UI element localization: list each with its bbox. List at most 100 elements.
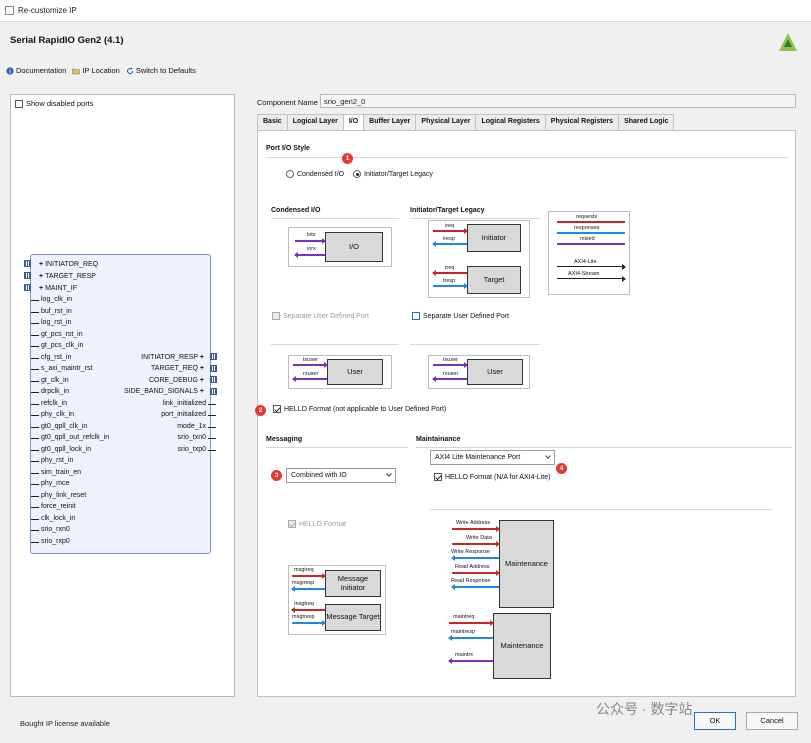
messaging-diagram: Message Initiator msgireq msgiresp Messa… (288, 565, 386, 635)
arrow (452, 541, 500, 546)
port-left[interactable]: phy_mce (30, 480, 70, 487)
port-left[interactable]: phy_rst_in (30, 457, 74, 464)
sep-user-port-checkbox-right[interactable] (412, 312, 420, 320)
port-left[interactable]: gt_clk_in (31, 376, 69, 384)
hello-format-checkbox[interactable] (273, 405, 281, 413)
sep-user-port-label-right: Separate User Defined Port (423, 312, 509, 320)
interface-initiator-resp[interactable]: INITIATOR_RESP + (141, 353, 204, 361)
maintenance-hello-option[interactable]: HELLO Format (N/A for AXI4-Lite) (434, 473, 550, 481)
sep-user-port-left[interactable]: Separate User Defined Port (272, 312, 369, 320)
iresp-signal: iresp (443, 236, 455, 242)
interface-side-band[interactable]: SIDE_BAND_SIGNALS + (124, 388, 204, 395)
arrow (292, 376, 327, 381)
msgireq-signal: msgireq (294, 567, 314, 573)
maintenance-heading: Maintainance (416, 436, 461, 443)
port-right[interactable]: srio_txp0 (177, 445, 217, 453)
txuser-signal: txuser (303, 357, 318, 363)
maintenance-hello-checkbox[interactable] (434, 473, 442, 481)
messaging-hello-checkbox[interactable] (288, 520, 296, 528)
ip-location-label: IP Location (82, 66, 120, 75)
maintreq-signal: maintreq (453, 614, 475, 620)
messaging-hello-option[interactable]: HELLO Format (288, 520, 346, 528)
port-left[interactable]: sim_train_en (30, 468, 82, 476)
arrow (291, 607, 325, 612)
bus-icon (210, 353, 217, 360)
requests-line (557, 221, 625, 223)
component-name-input[interactable]: srio_gen2_0 (320, 94, 796, 108)
tab-basic[interactable]: Basic (257, 114, 288, 130)
port-left[interactable]: srio_rxn0 (31, 526, 70, 533)
tab-io[interactable]: I/O (342, 114, 365, 131)
tab-physical-registers[interactable]: Physical Registers (544, 114, 620, 130)
port-left[interactable]: log_clk_in (30, 296, 73, 303)
port-right[interactable]: link_initialized (162, 399, 217, 407)
chevron-down-icon (545, 453, 551, 459)
condensed-io-radio[interactable] (286, 170, 294, 178)
show-disabled-ports[interactable]: Show disabled ports (15, 99, 94, 108)
arrow (451, 555, 499, 560)
tab-shared-logic[interactable]: Shared Logic (618, 114, 675, 130)
interface-initiator-req[interactable]: +INITIATOR_REQ (39, 261, 99, 268)
documentation-label: Documentation (16, 66, 67, 75)
interface-maint-if[interactable]: +MAINT_IF (39, 285, 77, 292)
port-left[interactable]: refclk_in (30, 399, 68, 407)
port-right[interactable]: port_initialized (161, 411, 216, 418)
sep-user-port-checkbox-left[interactable] (272, 312, 280, 320)
port-left[interactable]: gt_pcs_clk_in (30, 342, 84, 349)
port-left[interactable]: force_reinit (31, 503, 76, 510)
tab-bar: Basic Logical Layer I/O Buffer Layer Phy… (257, 114, 675, 131)
user-box: User (327, 359, 383, 385)
show-disabled-checkbox[interactable] (15, 99, 23, 108)
port-left[interactable]: gt0_qpll_clk_in (30, 422, 88, 430)
port-left[interactable]: phy_clk_in (30, 411, 75, 418)
write-response-signal: Write Response (451, 549, 491, 555)
tab-logical-layer[interactable]: Logical Layer (286, 114, 344, 130)
config-panel: Component Name srio_gen2_0 Basic Logical… (255, 94, 797, 697)
ip-location-button[interactable]: IP Location (72, 66, 120, 75)
port-left[interactable]: gt_pcs_rst_in (31, 330, 83, 338)
port-right[interactable]: mode_1x (177, 422, 216, 430)
ip-title: Serial RapidIO Gen2 (4.1) (10, 35, 124, 46)
interface-core-debug[interactable]: CORE_DEBUG + (148, 376, 204, 384)
tab-physical-layer[interactable]: Physical Layer (415, 114, 477, 130)
target-box: Target (467, 266, 521, 294)
port-right[interactable]: srio_txn0 (177, 434, 217, 441)
iorx-signal: iorx (307, 246, 316, 252)
ok-button[interactable]: OK (694, 712, 736, 730)
port-left[interactable]: s_axi_maintr_rst (30, 365, 93, 372)
tab-buffer-layer[interactable]: Buffer Layer (363, 114, 417, 130)
axi-lite-line (557, 263, 626, 270)
hello-format-option[interactable]: HELLO Format (not applicable to User Def… (273, 405, 446, 413)
port-left[interactable]: log_rst_in (30, 319, 72, 326)
signal-legend: requests responses mixed AXI4-Lite AXI4-… (548, 211, 630, 295)
cancel-button[interactable]: Cancel (746, 712, 798, 730)
interface-target-req[interactable]: TARGET_REQ + (151, 365, 204, 372)
messaging-select[interactable]: Combined with IO (286, 468, 396, 483)
axi-stream-line (557, 275, 626, 282)
interface-target-resp[interactable]: +TARGET_RESP (39, 273, 96, 280)
port-left[interactable]: srio_rxp0 (31, 537, 70, 545)
port-left[interactable]: buf_rst_in (31, 307, 72, 315)
port-left[interactable]: gt0_qpll_out_refclk_in (30, 434, 110, 441)
port-left[interactable]: phy_link_reset (30, 491, 87, 499)
app-icon (5, 6, 14, 15)
arrow (433, 362, 468, 367)
port-left[interactable]: drpclk_in (30, 388, 70, 395)
divider (266, 157, 788, 158)
refresh-icon (126, 67, 133, 74)
port-left[interactable]: cfg_rst_in (30, 353, 72, 361)
port-left[interactable]: clk_lock_in (30, 514, 76, 522)
documentation-button[interactable]: Documentation (6, 66, 66, 75)
divider (410, 218, 540, 219)
condensed-io-option[interactable]: Condensed I/O (286, 170, 344, 178)
tab-logical-registers[interactable]: Logical Registers (475, 114, 546, 130)
license-status: Bought IP license available (20, 719, 110, 728)
maintenance-select[interactable]: AXI4 Lite Maintenance Port (430, 450, 555, 465)
legacy-io-radio[interactable] (353, 170, 361, 178)
port-left[interactable]: gt0_qpll_lock_in (30, 445, 92, 453)
legend-responses: responses (573, 225, 601, 231)
legacy-io-option[interactable]: Initiator/Target Legacy (353, 170, 433, 178)
sep-user-port-right[interactable]: Separate User Defined Port (412, 312, 509, 320)
legend-axi-stream: AXI4-Stream (567, 271, 601, 277)
switch-defaults-button[interactable]: Switch to Defaults (126, 66, 196, 75)
